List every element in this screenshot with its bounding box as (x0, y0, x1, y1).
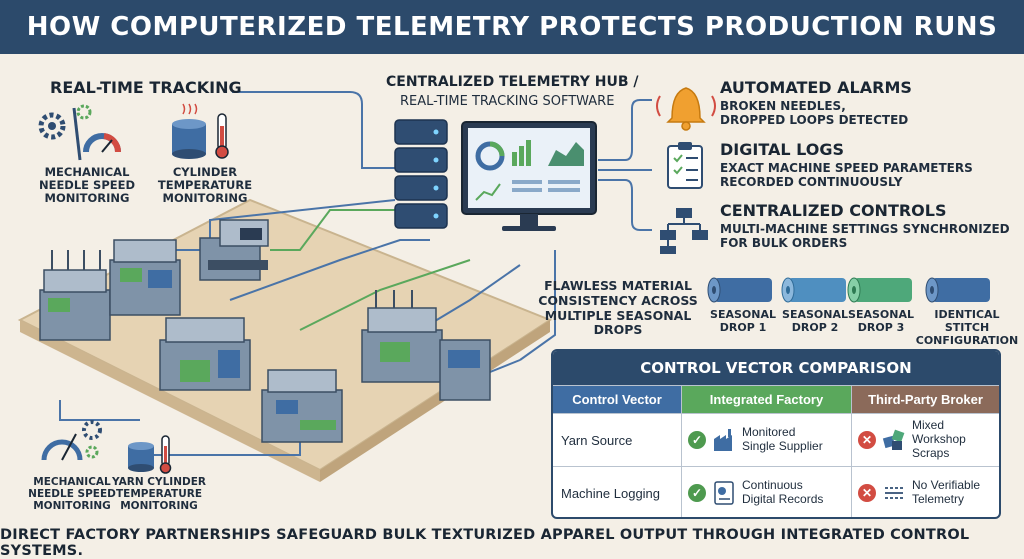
check-icon: ✓ (688, 484, 706, 502)
needle-speed-label: MECHANICAL NEEDLE SPEED MONITORING (38, 165, 136, 206)
feature-desc-alarms-2: DROPPED LOOPS DETECTED (720, 113, 909, 127)
thermometer-icon (215, 113, 229, 159)
needle-icon (72, 107, 82, 161)
broker-text-2: Telemetry (912, 492, 965, 506)
cross-icon: ✕ (858, 431, 876, 449)
list-icon (885, 487, 903, 499)
scraps-icon (882, 429, 905, 450)
header-control-vector: Control Vector (553, 386, 681, 413)
table-title: CONTROL VECTOR COMPARISON (553, 351, 999, 385)
title-bar: HOW COMPUTERIZED TELEMETRY PROTECTS PROD… (0, 0, 1024, 54)
network-icon (660, 208, 708, 254)
yarn-spool-icon (172, 103, 206, 159)
hub-title: CENTRALIZED TELEMETRY HUB / (386, 74, 639, 90)
fabric-roll-icon (781, 277, 846, 303)
consistency-line-2: CONSISTENCY ACROSS (538, 292, 698, 308)
header-integrated-factory: Integrated Factory (681, 386, 851, 413)
page-title: HOW COMPUTERIZED TELEMETRY PROTECTS PROD… (26, 12, 998, 42)
row-broker-cell: ✕ No Verifiable Telemetry (851, 467, 999, 517)
cable-line (519, 250, 556, 361)
knitting-machine (109, 239, 181, 316)
fabric-roll-icon (707, 277, 772, 303)
cross-icon: ✕ (858, 484, 876, 502)
server-rack-icon (394, 119, 448, 229)
knitting-machine (159, 317, 251, 391)
broker-text-2: Scraps (912, 445, 950, 460)
broker-text-1: Mixed Workshop (912, 418, 966, 447)
cylinder-temp-label: CYLINDER TEMPERATURE MONITORING (157, 165, 253, 206)
cable-line (232, 91, 395, 169)
row-factory-cell: ✓ Monitored Single Supplier (681, 414, 851, 466)
tracking-heading: REAL-TIME TRACKING (50, 78, 242, 97)
row-factory-cell: ✓ Continuous Digital Records (681, 467, 851, 517)
fabric-roll-icon (925, 277, 990, 303)
feature-desc-logs-1: EXACT MACHINE SPEED PARAMETERS (720, 161, 973, 175)
needle-speed-label-bottom: MECHANICAL NEEDLE SPEED MONITORING (28, 476, 116, 513)
thermometer-icon (159, 435, 172, 474)
cable-line (299, 259, 471, 331)
factory-text-1: Monitored (742, 425, 796, 440)
table-row: Yarn Source ✓ Monitored Single Supplier … (553, 413, 999, 466)
factory-text-2: Single Supplier (742, 439, 823, 453)
gear-icon (38, 104, 92, 140)
monitor-icon (461, 121, 597, 231)
table-row: Machine Logging ✓ Continuous Digital Rec… (553, 466, 999, 517)
fabric-roll-icon (847, 277, 912, 303)
factory-text-1: Continuous (742, 478, 803, 493)
fabric-rolls (707, 277, 990, 303)
factory-icon (714, 429, 732, 451)
feature-desc-alarms-1: BROKEN NEEDLES, (720, 99, 846, 113)
row-vector: Machine Logging (561, 485, 661, 501)
knitting-machine (439, 339, 491, 401)
bell-icon (656, 87, 716, 131)
clipboard-icon (667, 142, 703, 189)
knitting-machine (199, 219, 269, 281)
check-icon: ✓ (688, 431, 706, 449)
consistency-line-3: MULTIPLE SEASONAL DROPS (544, 307, 692, 338)
feature-title-alarms: AUTOMATED ALARMS (720, 78, 912, 97)
header-third-party-broker: Third-Party Broker (851, 386, 999, 413)
consistency-line-1: FLAWLESS MATERIAL (544, 278, 692, 293)
cylinder-temp-label-bottom: YARN CYLINDER TEMPERATURE MONITORING (112, 476, 206, 513)
hub-subtitle: REAL-TIME TRACKING SOFTWARE (400, 94, 615, 109)
knitting-machine (39, 250, 111, 341)
broker-text-1: No Verifiable (912, 478, 981, 493)
feature-desc-controls-1: MULTI-MACHINE SETTINGS SYNCHRONIZED (720, 222, 1010, 236)
table-header-row: Control Vector Integrated Factory Third-… (553, 385, 999, 413)
feature-title-logs: DIGITAL LOGS (720, 140, 845, 159)
factory-text-2: Digital Records (742, 492, 824, 506)
cable-line (229, 239, 430, 301)
cable-line (270, 209, 395, 251)
feature-desc-controls-2: FOR BULK ORDERS (720, 236, 848, 250)
feature-desc-logs-2: RECORDED CONTINUOUSLY (720, 175, 903, 189)
document-chart-icon (714, 481, 734, 505)
gauge-icon (41, 433, 83, 461)
row-broker-cell: ✕ Mixed Workshop Scraps (851, 414, 999, 466)
knitting-machine (361, 290, 443, 383)
row-vector: Yarn Source (561, 432, 633, 448)
yarn-spool-icon (128, 442, 154, 472)
consistency-text: FLAWLESS MATERIAL CONSISTENCY ACROSS MUL… (532, 278, 704, 338)
knitting-machine (261, 369, 343, 443)
gauge-icon (83, 133, 122, 153)
gear-icon (82, 420, 102, 459)
feature-title-controls: CENTRALIZED CONTROLS (720, 201, 947, 220)
comparison-table: CONTROL VECTOR COMPARISON Control Vector… (551, 349, 1001, 519)
footer-caption: DIRECT FACTORY PARTNERSHIPS SAFEGUARD BU… (0, 526, 970, 559)
